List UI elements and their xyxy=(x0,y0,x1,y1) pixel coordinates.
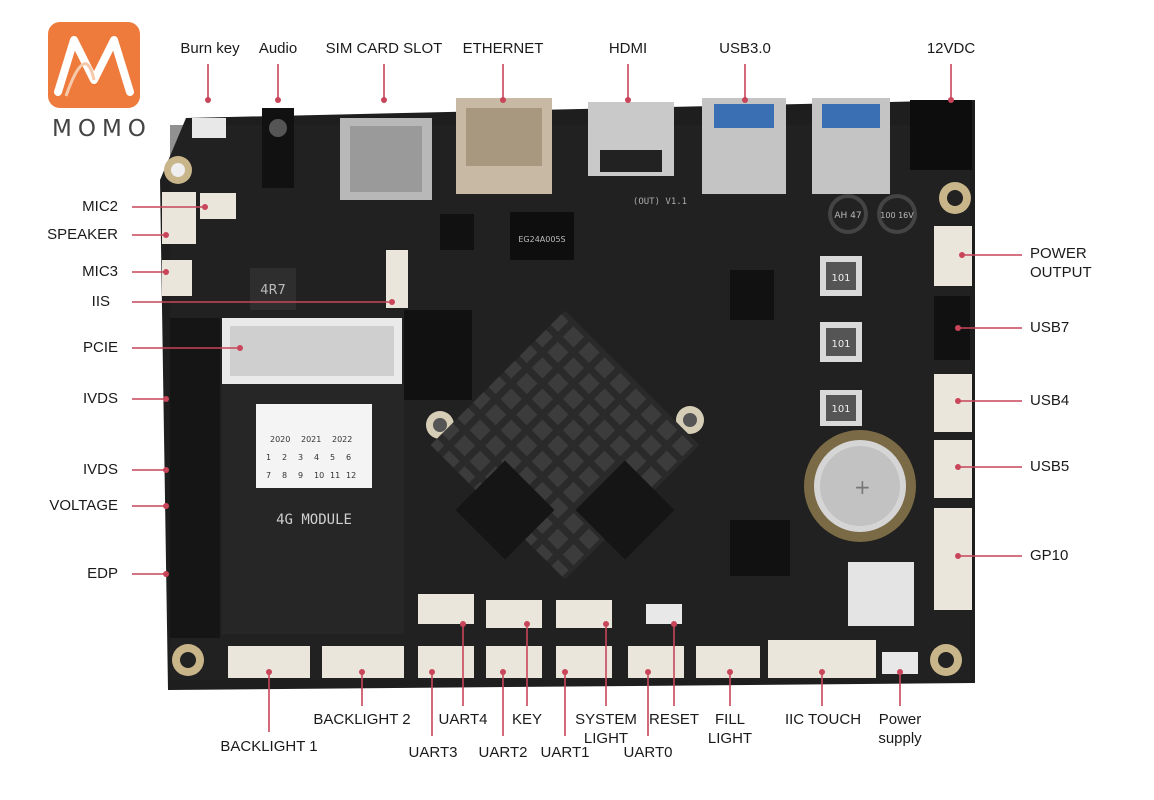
label-lvds-1: IVDS xyxy=(82,390,118,407)
system-light-connector xyxy=(556,600,612,628)
label-fill-light-line2: LIGHT xyxy=(707,730,753,747)
svg-text:+: + xyxy=(854,475,871,499)
label-backlight-1: BACKLIGHT 1 xyxy=(220,738,318,755)
lvds-pin-header xyxy=(170,318,220,638)
label-power-output-line1: POWER xyxy=(1030,245,1087,262)
label-reset: RESET xyxy=(648,711,699,728)
svg-text:2: 2 xyxy=(282,453,287,462)
label-voltage: VOLTAGE xyxy=(49,497,118,514)
iis-connector xyxy=(386,250,408,308)
label-lvds-2: IVDS xyxy=(82,461,118,478)
svg-text:AH 47: AH 47 xyxy=(834,211,861,221)
label-usb4: USB4 xyxy=(1030,392,1070,409)
label-uart1: UART1 xyxy=(540,744,590,761)
mic3-connector xyxy=(162,260,192,296)
label-mic2: MIC2 xyxy=(82,198,118,215)
label-usb5: USB5 xyxy=(1030,458,1070,475)
label-gp10: GP10 xyxy=(1030,547,1069,564)
svg-text:7: 7 xyxy=(266,471,271,480)
label-edp: EDP xyxy=(87,565,118,582)
power-supply-switch xyxy=(882,652,918,674)
label-power-supply-line2: supply xyxy=(878,730,922,747)
svg-text:4R7: 4R7 xyxy=(260,283,286,298)
svg-text:10: 10 xyxy=(314,471,324,480)
svg-text:9: 9 xyxy=(298,471,303,480)
reset-button xyxy=(646,604,682,624)
label-key: KEY xyxy=(511,711,542,728)
key-connector xyxy=(486,600,542,628)
label-uart0: UART0 xyxy=(623,744,673,761)
memory-chip xyxy=(404,310,472,400)
label-pcie: PCIE xyxy=(82,339,118,356)
svg-text:101: 101 xyxy=(831,339,850,350)
label-uart2: UART2 xyxy=(478,744,528,761)
label-burn-key: Burn key xyxy=(180,40,240,57)
dc-jack xyxy=(910,100,972,170)
wifi-module xyxy=(848,562,914,626)
label-uart3: UART3 xyxy=(408,744,458,761)
leader-lines xyxy=(132,64,1022,736)
svg-text:2021: 2021 xyxy=(301,435,321,444)
svg-text:12: 12 xyxy=(346,471,356,480)
uart0-connector xyxy=(628,646,684,678)
label-mic3: MIC3 xyxy=(82,263,118,280)
label-ethernet: ETHERNET xyxy=(462,40,544,57)
svg-text:3: 3 xyxy=(298,453,303,462)
label-iis: IIS xyxy=(91,293,110,310)
svg-text:11: 11 xyxy=(330,471,340,480)
label-speaker: SPEAKER xyxy=(47,226,118,243)
logo-brand-text: MOMO xyxy=(52,116,152,142)
uart2-connector xyxy=(486,646,542,678)
label-usb7: USB7 xyxy=(1030,319,1070,336)
svg-text:5: 5 xyxy=(330,453,335,462)
ethernet-transformer xyxy=(510,212,574,260)
power-output-connector xyxy=(934,226,972,286)
svg-text:2022: 2022 xyxy=(332,435,352,444)
svg-text:8: 8 xyxy=(282,471,287,480)
label-power-output-line2: OUTPUT xyxy=(1030,264,1092,281)
label-usb30: USB3.0 xyxy=(719,40,771,57)
usb5-connector xyxy=(934,440,972,498)
usb4-connector xyxy=(934,374,972,432)
label-hdmi: HDMI xyxy=(608,40,648,57)
inductor xyxy=(250,268,296,310)
label-sim-card-slot: SIM CARD SLOT xyxy=(325,40,443,57)
uart4-connector xyxy=(418,594,474,624)
label-12vdc: 12VDC xyxy=(926,40,976,57)
logo-mark-icon xyxy=(54,36,134,97)
svg-text:4G MODULE: 4G MODULE xyxy=(276,512,352,528)
svg-text:101: 101 xyxy=(831,273,850,284)
burn-key-switch xyxy=(192,118,226,138)
label-uart4: UART4 xyxy=(438,711,488,728)
svg-text:100 16V: 100 16V xyxy=(880,211,914,220)
label-fill-light-line1: FILL xyxy=(714,711,745,728)
svg-text:EG24A005S: EG24A005S xyxy=(518,235,565,244)
label-iic-touch: IIC TOUCH xyxy=(784,711,862,728)
gp10-connector xyxy=(934,508,972,610)
momo-logo xyxy=(48,22,140,108)
label-backlight-2: BACKLIGHT 2 xyxy=(313,711,411,728)
uart3-connector xyxy=(418,646,474,678)
label-system-light-line1: SYSTEM xyxy=(575,711,637,728)
inspection-sticker xyxy=(256,404,372,488)
svg-text:1: 1 xyxy=(266,453,271,462)
label-power-supply-line1: Power xyxy=(878,711,922,728)
svg-text:2020: 2020 xyxy=(270,435,290,444)
svg-text:101: 101 xyxy=(831,404,850,415)
svg-text:4: 4 xyxy=(314,453,319,462)
svg-text:6: 6 xyxy=(346,453,351,462)
label-audio: Audio xyxy=(258,40,298,57)
label-system-light-line2: LIGHT xyxy=(583,730,629,747)
svg-text:(OUT) V1.1: (OUT) V1.1 xyxy=(633,197,687,207)
